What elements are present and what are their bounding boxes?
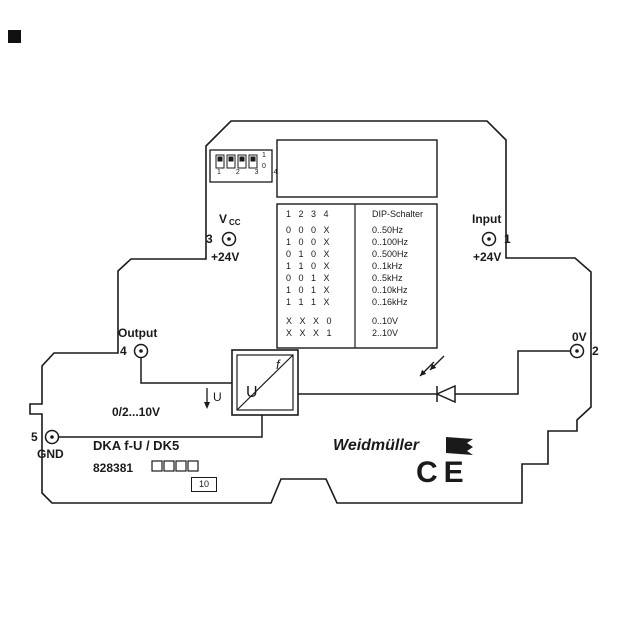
dip-row-range: 0..100Hz [372,237,409,247]
dip-row-switches: 0 1 0 X [286,249,333,259]
vcc-subscript: CC [229,218,241,227]
label-window [276,139,438,198]
table-row: 1 1 1 X 0..16kHz [277,296,437,308]
module-housing-outline [29,120,592,504]
terminal-5-screw [44,429,60,445]
size-code: 10 [198,479,209,489]
corner-registration-mark [8,30,21,43]
terminal-4-number: 4 [120,344,127,358]
dip-table-gap [277,308,437,315]
dip-switch-position-numbers: 1 2 3 4 [217,169,284,176]
terminal-5-number: 5 [31,430,38,444]
article-number: 828381 [93,461,134,475]
voltage-arrow-icon [204,388,210,409]
table-row: 1 1 0 X 0..1kHz [277,260,437,272]
dip-switch-graphic [209,149,273,183]
terminal-4-screw [133,343,149,359]
table-row: 0 0 1 X 0..5kHz [277,272,437,284]
vcc-label: V [219,212,228,226]
table-row: 0 0 0 X 0..50Hz [277,224,437,236]
dip-settings-table: 1 2 3 4 DIP-Schalter 0 0 0 X 0..50Hz 1 0… [277,204,437,348]
dip-row-switches: 0 0 0 X [286,225,333,235]
dip-switch-levers [215,154,258,169]
zero-volt-label: 0V [572,330,587,344]
dip-row-range: 2..10V [372,328,399,338]
dip-row-switches: X X X 0 [286,316,335,326]
table-row: 0 1 0 X 0..500Hz [277,248,437,260]
dip-table-header: 1 2 3 4 DIP-Schalter [277,204,437,224]
wire-gnd [58,415,263,438]
output-range-label: 0/2...10V [112,405,161,419]
dip-row-range: 0..50Hz [372,225,404,235]
manufacturer-logo-text: Weidmüller [333,437,419,454]
dip-row-switches: 1 1 0 X [286,261,333,271]
input-label: Input [472,212,502,226]
table-row: X X X 1 2..10V [277,327,437,339]
table-row: 1 0 1 X 0..10kHz [277,284,437,296]
converter-u-label: U [246,384,258,401]
table-row: X X X 0 0..10V [277,315,437,327]
f-u-converter-block [231,349,299,416]
wire-0v [455,350,571,395]
terminal-3-screw [221,231,237,247]
u-arrow-label: U [213,390,222,404]
dip-switch-on-label: 1 [262,152,266,159]
output-label: Output [118,326,158,340]
dip-row-switches: 1 1 1 X [286,297,333,307]
terminal-1-supply-label: +24V [473,250,502,264]
dip-row-switches: 0 0 1 X [286,273,333,283]
dip-row-range: 0..16kHz [372,297,408,307]
dip-row-range: 0..10kHz [372,285,408,295]
dip-row-switches: 1 0 0 X [286,237,333,247]
dip-row-switches: X X X 1 [286,328,335,338]
dip-row-range: 0..500Hz [372,249,409,259]
dip-row-switches: 1 0 1 X [286,285,333,295]
dip-row-range: 0..10V [372,316,399,326]
terminal-1-screw [481,231,497,247]
dip-table-header-label: DIP-Schalter [372,209,424,219]
size-code-box: 10 [191,477,217,492]
dip-row-range: 0..5kHz [372,273,403,283]
gnd-label: GND [37,447,64,461]
dip-table-frame [276,203,438,349]
terminal-2-screw [569,343,585,359]
dip-switch-off-label: 0 [262,163,266,170]
terminal-3-supply-label: +24V [211,250,240,264]
wire-output [140,357,232,384]
led-diode-icon [419,355,456,404]
product-name: DKA f-U / DK5 [93,438,180,453]
dip-row-range: 0..1kHz [372,261,403,271]
weidmueller-logo-icon [446,437,473,455]
dip-table-header-columns: 1 2 3 4 [286,209,332,219]
terminal-3-number: 3 [206,232,213,246]
terminal-2-number: 2 [592,344,599,358]
ce-mark: CE [416,456,470,489]
converter-f-label: f [276,357,280,372]
article-checkboxes [151,460,199,472]
table-row: 1 0 0 X 0..100Hz [277,236,437,248]
terminal-1-number: 1 [504,232,511,246]
